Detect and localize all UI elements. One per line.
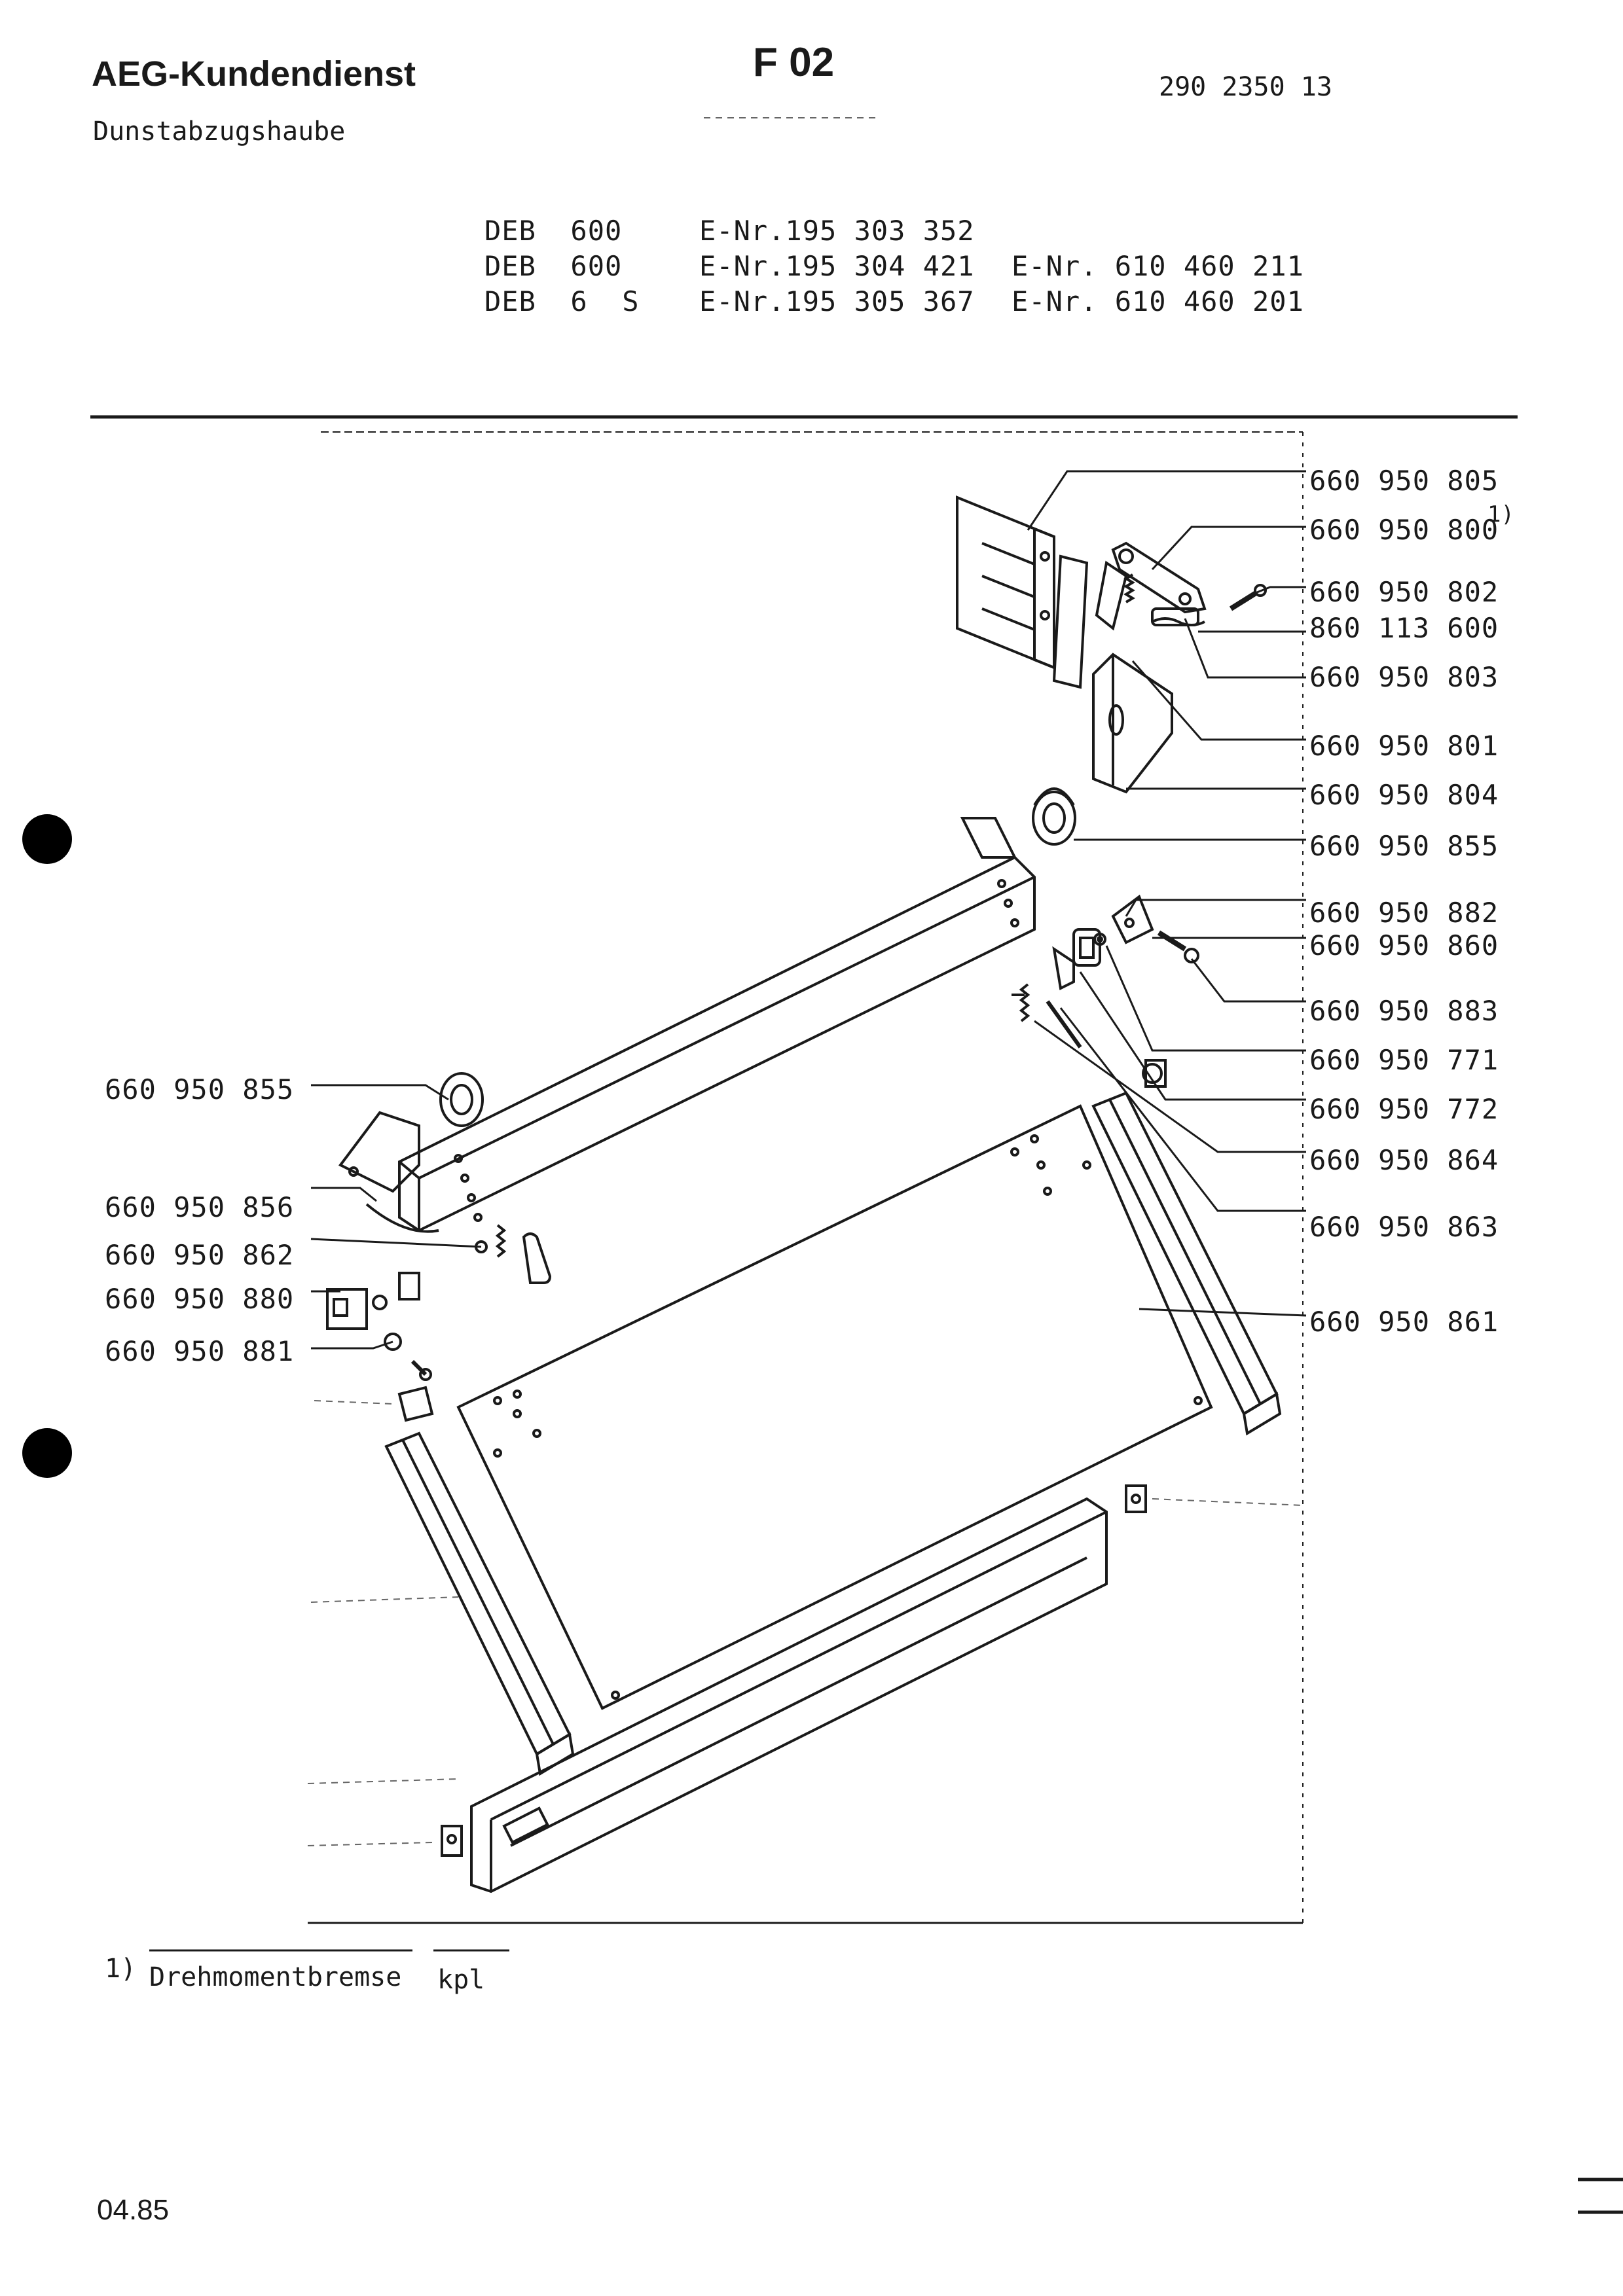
upper-rail xyxy=(398,817,1036,1232)
model-enr2: E-Nr. 610 460 201 xyxy=(1012,285,1304,317)
u-bracket xyxy=(522,1232,552,1284)
washer-881 xyxy=(372,1272,420,1351)
damper-wheel-left xyxy=(439,1072,484,1127)
footnote-marker: 1) xyxy=(1487,501,1514,528)
damper-wheel xyxy=(1032,787,1076,846)
spring-tab-860 xyxy=(1072,928,1101,967)
part-number: 660 950 801 xyxy=(1309,730,1499,762)
punch-hole xyxy=(22,814,72,864)
part-number: 660 950 864 xyxy=(1309,1144,1499,1176)
main-panel xyxy=(456,1104,1213,1710)
model-enr: E-Nr.195 304 421 xyxy=(699,250,975,282)
model-type: DEB 600 xyxy=(484,215,623,247)
scan-marks xyxy=(307,117,1304,1846)
clip-left xyxy=(397,1386,434,1422)
part-number: 660 950 883 xyxy=(1309,995,1499,1027)
part-number: 660 950 856 xyxy=(105,1191,295,1223)
part-number: 660 950 860 xyxy=(1309,929,1499,961)
part-number: 660 950 882 xyxy=(1309,897,1499,929)
bracket-882 xyxy=(1111,894,1154,944)
hinge-arm xyxy=(1052,541,1207,689)
part-number: 660 950 862 xyxy=(105,1239,295,1271)
part-number: 660 950 772 xyxy=(1309,1093,1499,1125)
washer-771 xyxy=(1093,933,1106,946)
model-enr2: E-Nr. 610 460 211 xyxy=(1012,250,1304,282)
screw-883 xyxy=(1157,930,1199,963)
part-number: 660 950 800 xyxy=(1309,514,1499,546)
part-number: 660 950 803 xyxy=(1309,661,1499,693)
part-number: 660 950 804 xyxy=(1309,779,1499,811)
footnote-suffix: kpl xyxy=(437,1965,485,1995)
spring-coil xyxy=(1123,573,1205,626)
fascia-clip xyxy=(1125,1484,1147,1513)
part-number: 660 950 855 xyxy=(105,1073,295,1105)
model-enr: E-Nr.195 305 367 xyxy=(699,285,975,317)
part-number: 660 950 802 xyxy=(1309,576,1499,608)
wall-bracket xyxy=(956,495,1055,670)
part-number: 660 950 805 xyxy=(1309,465,1499,497)
small-screw xyxy=(1229,584,1267,611)
leader-lines-left xyxy=(310,1084,482,1350)
fascia-clip xyxy=(441,1825,463,1857)
punch-hole xyxy=(22,1428,72,1478)
footnote-marker: 1) xyxy=(105,1954,137,1984)
front-fascia xyxy=(470,1497,1108,1893)
clip-772 xyxy=(1052,946,1075,990)
part-number: 660 950 880 xyxy=(105,1283,295,1315)
model-enr: E-Nr.195 303 352 xyxy=(699,215,975,247)
company-title: AEG-Kundendienst xyxy=(92,54,416,94)
part-number: 660 950 881 xyxy=(105,1335,295,1367)
part-number: 660 950 855 xyxy=(1309,830,1499,862)
part-number: 660 950 863 xyxy=(1309,1211,1499,1243)
part-number: 660 950 861 xyxy=(1309,1306,1499,1338)
left-bracket xyxy=(338,1111,439,1233)
spring-864 xyxy=(1012,983,1030,1022)
revision-date: 04.85 xyxy=(97,2194,170,2226)
screw-881 xyxy=(410,1359,432,1381)
sheet-code: F 02 xyxy=(753,40,835,85)
document-number: 290 2350 13 xyxy=(1159,72,1332,102)
part-number: 660 950 771 xyxy=(1309,1044,1499,1076)
part-number: 860 113 600 xyxy=(1309,612,1499,644)
bracket-880 xyxy=(326,1288,368,1330)
spring-862 xyxy=(475,1224,507,1258)
right-side-rail xyxy=(1091,1091,1282,1436)
side-plate xyxy=(1092,653,1173,794)
product-name: Dunstabzugshaube xyxy=(93,117,346,147)
footnote-text: Drehmomentbremse xyxy=(149,1962,402,1992)
model-type: DEB 6 S xyxy=(484,285,640,317)
model-type: DEB 600 xyxy=(484,250,623,282)
left-side-rail xyxy=(384,1431,575,1776)
leader-lines-right xyxy=(1027,470,1307,1317)
